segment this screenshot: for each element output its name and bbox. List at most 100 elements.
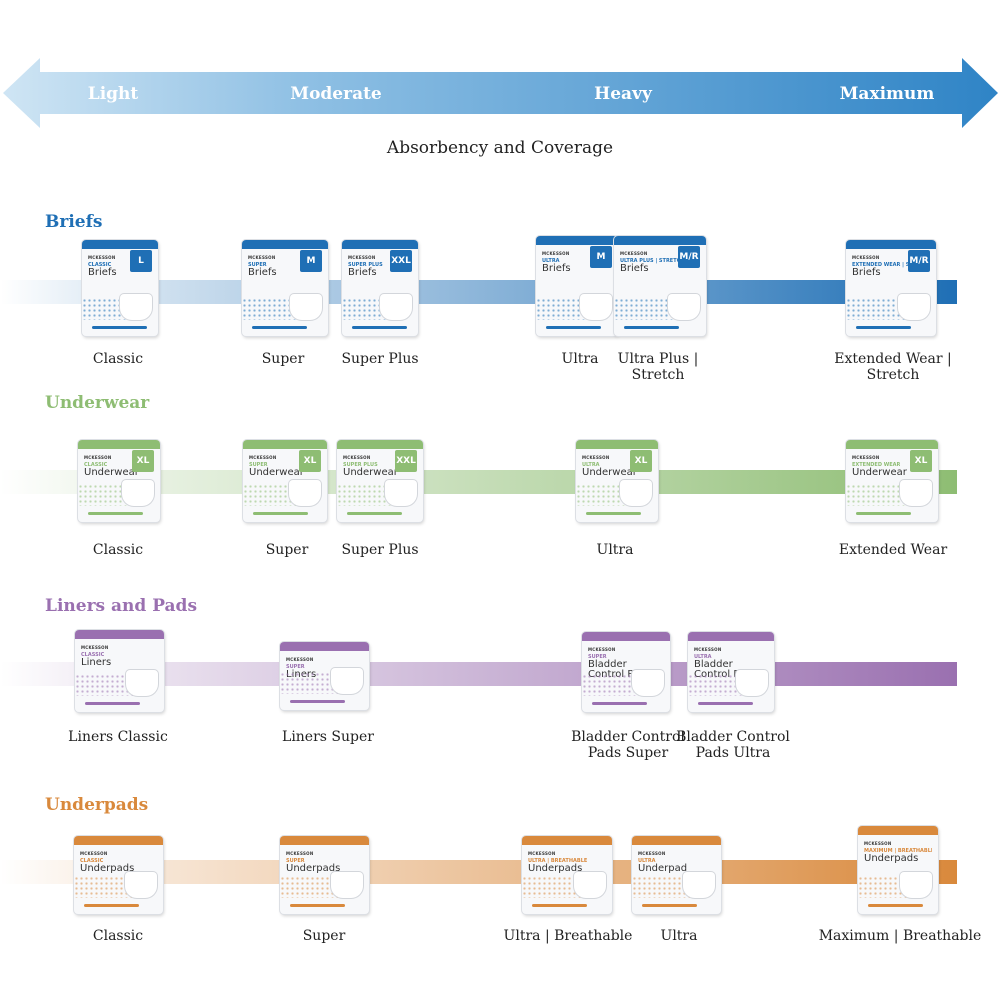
product-package: MCKESSONUltraBriefsM [536, 236, 618, 336]
package-product-image [900, 480, 932, 506]
product-label: Extended Wear | Stretch [834, 351, 952, 383]
package-tier: Ultra [582, 462, 600, 468]
package-top-band [337, 440, 423, 449]
package-product-image [126, 670, 158, 696]
package-tier: Super Plus [343, 462, 378, 468]
package-tier: Maximum | Breathable [864, 848, 932, 854]
product-label: Super [261, 351, 305, 367]
scale-title: Absorbency and Coverage [386, 138, 614, 158]
package-dot-pattern [576, 484, 634, 506]
product-label: Super [265, 542, 309, 558]
product-package: MCKESSONSuperUnderpads [280, 836, 369, 914]
package-product-name: Briefs [348, 267, 377, 278]
package-product-image [574, 872, 606, 898]
package-product-image [736, 670, 768, 696]
package-footer-stripe [253, 512, 308, 515]
package-tier: Classic [80, 858, 104, 864]
package-top-band [280, 642, 369, 651]
package-size-badge: M [300, 250, 322, 272]
package-brand: MCKESSON [852, 455, 880, 460]
package-top-band [75, 630, 164, 639]
package-brand: MCKESSON [528, 851, 556, 856]
package-tier: Extended Wear | Stretch [852, 262, 930, 268]
package-top-band [78, 440, 160, 449]
product-package: MCKESSON ClassicUnderwearXL [78, 440, 160, 522]
package-footer-stripe [856, 326, 911, 329]
package-brand: MCKESSON [248, 255, 276, 260]
product-label: Ultra [596, 542, 634, 558]
package-product-name: Briefs [542, 263, 571, 274]
package-dot-pattern [522, 876, 585, 898]
package-tier: Super [588, 654, 607, 660]
package-dot-pattern [74, 876, 137, 898]
package-product-name: Briefs [248, 267, 277, 278]
package-tier: Super [286, 858, 305, 864]
package-product-image [385, 480, 417, 506]
product-package: MCKESSONUltraUnderwearXL [576, 440, 658, 522]
package-brand: MCKESSON [343, 455, 371, 460]
product-label: Liners Classic [68, 729, 168, 745]
product-package: MCKESSONUltra | BreathableUnderpads [522, 836, 612, 914]
scale-label-light: Light [87, 84, 139, 104]
product-package: MCKESSONSuperBladder Control Pads [582, 632, 670, 712]
package-footer-stripe [88, 512, 143, 515]
product-package: MCKESSONMaximum | BreathableUnderpads [858, 826, 938, 914]
package-product-name: Underwear [84, 467, 139, 478]
package-tier: Classic [81, 652, 105, 658]
package-size-badge: XL [299, 450, 321, 472]
package-product-image [331, 872, 363, 898]
package-dot-pattern [632, 876, 695, 898]
package-footer-stripe [532, 904, 587, 907]
package-product-image [668, 294, 700, 320]
package-product-name: Underwear [582, 467, 637, 478]
package-dot-pattern [280, 672, 343, 694]
product-package: MCKESSONSuper PlusBriefsXXL [342, 240, 418, 336]
package-footer-stripe [546, 326, 601, 329]
package-size-badge: M/R [678, 246, 700, 268]
package-brand: MCKESSON [348, 255, 376, 260]
category-title: Underwear [45, 393, 150, 413]
product-package: MCKESSONUltra Plus | StretchBriefsM/R [614, 236, 706, 336]
product-label: Liners Super [282, 729, 374, 745]
package-dot-pattern [337, 484, 398, 506]
package-footer-stripe [698, 702, 753, 705]
package-footer-stripe [586, 512, 641, 515]
product-label: Super Plus [341, 542, 419, 558]
package-tier: Classic [84, 462, 108, 468]
product-label: Classic [92, 542, 144, 558]
package-footer-stripe [642, 904, 697, 907]
package-footer-stripe [84, 904, 139, 907]
product-label: Extended Wear [838, 542, 948, 558]
product-package: MCKESSONExtended Wear | StretchBriefsM/R [846, 240, 936, 336]
package-top-band [846, 440, 938, 449]
product-package: MCKESSON SuperBriefs M [242, 240, 328, 336]
category-band [0, 280, 957, 304]
package-brand: MCKESSON [694, 647, 722, 652]
package-brand: MCKESSON [80, 851, 108, 856]
package-top-band [342, 240, 418, 249]
package-brand: MCKESSON [249, 455, 277, 460]
product-package: MCKESSONClassicBriefsL [82, 240, 158, 336]
package-brand: MCKESSON [864, 841, 892, 846]
package-brand: MCKESSON [84, 455, 112, 460]
product-label: Classic [92, 351, 144, 367]
product-label: Super [302, 928, 346, 944]
package-footer-stripe [856, 512, 911, 515]
package-size-badge: XL [132, 450, 154, 472]
product-package: MCKESSONUltraBladder Control Pad [688, 632, 774, 712]
package-product-image [900, 872, 932, 898]
package-product-name: Liners [81, 657, 112, 668]
package-tier: Ultra Plus | Stretch [620, 258, 685, 264]
package-top-band [522, 836, 612, 845]
package-top-band [82, 240, 158, 249]
package-dot-pattern [582, 674, 644, 696]
package-product-image [632, 670, 664, 696]
package-top-band [280, 836, 369, 845]
package-product-image [580, 294, 612, 320]
package-tier: Super [248, 262, 267, 268]
package-product-image [289, 480, 321, 506]
product-label: Ultra [660, 928, 698, 944]
product-package: MCKESSONClassicLiners [75, 630, 164, 712]
package-product-image [120, 294, 152, 320]
